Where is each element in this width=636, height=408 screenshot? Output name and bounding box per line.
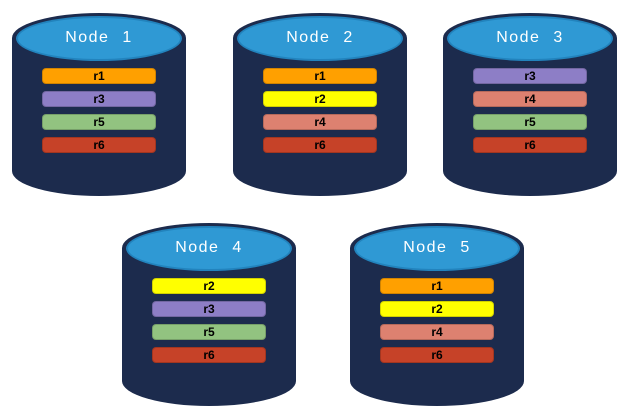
replica-bar: r5	[42, 114, 156, 130]
replica-stack: r1 r3 r5 r6	[42, 68, 156, 160]
replica-label: r1	[431, 279, 443, 293]
replica-bar: r6	[380, 347, 494, 363]
replica-label: r6	[93, 138, 105, 152]
replica-bar: r6	[473, 137, 587, 153]
replica-bar: r2	[152, 278, 266, 294]
replica-bar: r6	[152, 347, 266, 363]
cylinder-lid: Node 3	[447, 16, 613, 61]
database-cylinder-node-2: Node 2 r1 r2 r4 r6	[233, 13, 407, 196]
replica-label: r5	[93, 115, 105, 129]
node-title: Node 3	[496, 28, 564, 46]
replica-label: r6	[203, 348, 215, 362]
replica-label: r4	[314, 115, 326, 129]
replica-label: r2	[314, 92, 326, 106]
cylinder-lid: Node 5	[354, 226, 520, 271]
replica-bar: r3	[152, 301, 266, 317]
replica-label: r1	[314, 69, 326, 83]
replica-bar: r4	[380, 324, 494, 340]
replica-bar: r1	[263, 68, 377, 84]
replica-bar: r1	[380, 278, 494, 294]
database-cylinder-node-4: Node 4 r2 r3 r5 r6	[122, 223, 296, 406]
replica-label: r6	[314, 138, 326, 152]
cylinder-lid: Node 1	[16, 16, 182, 61]
replica-label: r3	[203, 302, 215, 316]
node-title: Node 4	[175, 238, 243, 256]
replica-bar: r2	[263, 91, 377, 107]
cylinder-lid: Node 4	[126, 226, 292, 271]
replica-label: r2	[431, 302, 443, 316]
replica-label: r3	[93, 92, 105, 106]
database-cylinder-node-5: Node 5 r1 r2 r4 r6	[350, 223, 524, 406]
replica-bar: r3	[42, 91, 156, 107]
node-title: Node 1	[65, 28, 133, 46]
replica-label: r6	[431, 348, 443, 362]
replica-bar: r3	[473, 68, 587, 84]
replica-label: r5	[524, 115, 536, 129]
replica-label: r6	[524, 138, 536, 152]
replica-stack: r2 r3 r5 r6	[152, 278, 266, 370]
replica-stack: r1 r2 r4 r6	[380, 278, 494, 370]
replica-label: r1	[93, 69, 105, 83]
replica-bar: r2	[380, 301, 494, 317]
replica-label: r4	[431, 325, 443, 339]
replica-stack: r1 r2 r4 r6	[263, 68, 377, 160]
replica-bar: r1	[42, 68, 156, 84]
replica-stack: r3 r4 r5 r6	[473, 68, 587, 160]
node-title: Node 5	[403, 238, 471, 256]
replica-bar: r6	[263, 137, 377, 153]
replica-bar: r5	[473, 114, 587, 130]
database-cylinder-node-3: Node 3 r3 r4 r5 r6	[443, 13, 617, 196]
replica-label: r3	[524, 69, 536, 83]
replica-bar: r4	[473, 91, 587, 107]
node-title: Node 2	[286, 28, 354, 46]
replica-bar: r5	[152, 324, 266, 340]
replica-bar: r6	[42, 137, 156, 153]
replica-label: r4	[524, 92, 536, 106]
replica-label: r5	[203, 325, 215, 339]
replica-label: r2	[203, 279, 215, 293]
database-cylinder-node-1: Node 1 r1 r3 r5 r6	[12, 13, 186, 196]
replica-bar: r4	[263, 114, 377, 130]
cylinder-lid: Node 2	[237, 16, 403, 61]
